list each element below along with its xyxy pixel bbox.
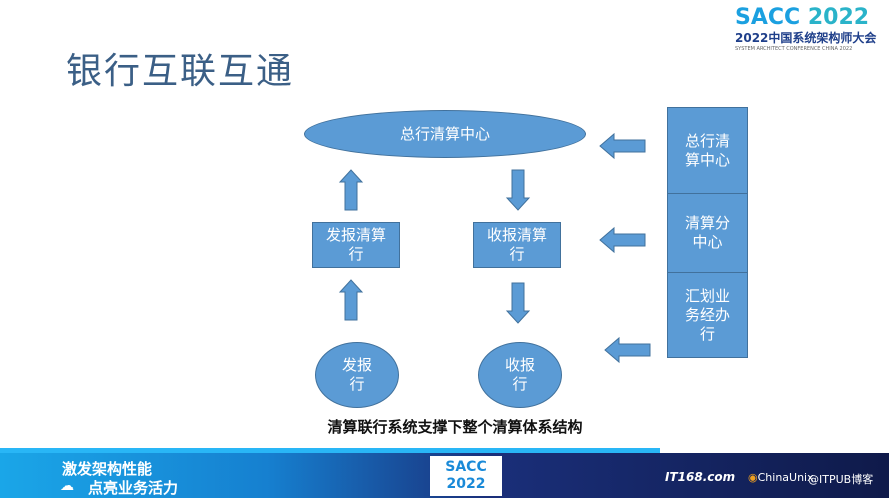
recv-bank-circle: 收报行 [478, 342, 562, 408]
send-bank-circle: 发报行 [315, 342, 399, 408]
send-clearing-bank-box: 发报清算行 [312, 222, 400, 268]
right-branch-box: 清算分中心 [667, 193, 748, 273]
arrow-down-icon [505, 282, 531, 324]
arrow-down-icon [505, 169, 531, 211]
arrow-left-icon [599, 132, 646, 160]
banner-accent [0, 448, 660, 454]
diagram-caption: 清算联行系统支撑下整个清算体系结构 [327, 418, 583, 436]
arrow-up-icon [338, 279, 364, 321]
recv-clearing-bank-box: 收报清算行 [473, 222, 561, 268]
itpub-watermark: @ITPUB博客 [808, 473, 874, 486]
right-office-box: 汇划业务经办行 [667, 272, 748, 358]
arrows [338, 132, 651, 364]
center-clearing-ellipse: 总行清算中心 [304, 110, 586, 158]
chinaunix-logo: ◉ChinaUnix [748, 471, 814, 484]
arrow-left-icon [604, 336, 651, 364]
arrow-up-icon [338, 169, 364, 211]
slogan-line1: 激发架构性能 [62, 460, 153, 478]
slide-title: 银行互联互通 [66, 51, 295, 92]
slogan-line2: 点亮业务活力 [88, 479, 179, 497]
right-center-box: 总行清算中心 [667, 107, 748, 194]
it168-logo: IT168.com [665, 470, 736, 484]
arrow-left-icon [599, 226, 646, 254]
sacc-logo: SACC 2022 2022中国系统架构师大会 SYSTEM ARCHITECT… [735, 5, 877, 53]
cloud-icon: ☁ [60, 478, 74, 494]
